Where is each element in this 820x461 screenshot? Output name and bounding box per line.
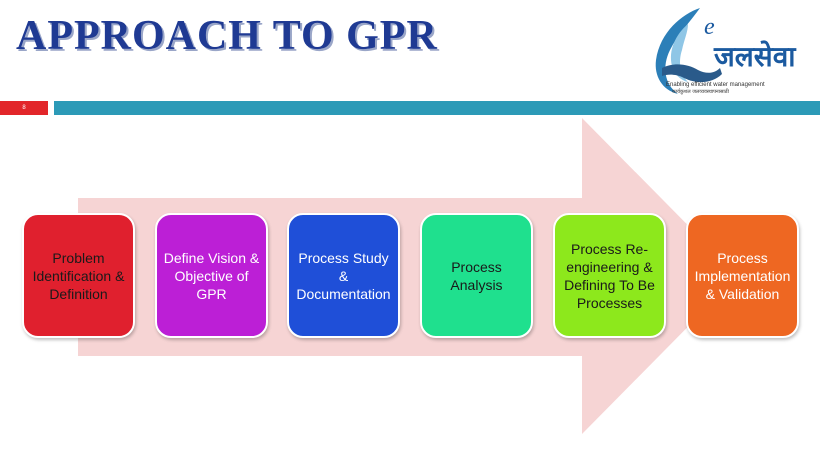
- logo-prefix: e: [704, 14, 715, 40]
- logo-tagline: Enabling efficient water management: [666, 82, 765, 88]
- logo-name: जलसेवा: [713, 40, 797, 73]
- step-label: Process Analysis: [450, 258, 503, 293]
- step-5-box: Process Re-engineering & Defining To Be …: [553, 213, 666, 338]
- step-label: Process Implementation & Validation: [694, 249, 791, 302]
- arrow-shape: [78, 118, 738, 434]
- logo-tagline-hindi: कार्यकुशल जलव्यवस्थापनासाठी: [672, 88, 730, 95]
- logo-water-drop-icon: [655, 8, 700, 94]
- page-title: APPROACH TO GPR: [16, 13, 438, 59]
- step-label: Process Re-engineering & Defining To Be …: [564, 240, 655, 311]
- ejalseva-logo: e जलसेवा Enabling efficient water manage…: [655, 8, 797, 95]
- step-6-box: Process Implementation & Validation: [686, 213, 799, 338]
- step-2-box: Define Vision & Objective of GPR: [155, 213, 268, 338]
- header-accent-bar: [54, 101, 820, 115]
- step-3-box: Process Study & Documentation: [287, 213, 400, 338]
- step-4-box: Process Analysis: [420, 213, 533, 338]
- step-label: Define Vision & Objective of GPR: [163, 249, 260, 302]
- step-label: Process Study & Documentation: [296, 249, 391, 302]
- slide-number: 8: [0, 101, 48, 115]
- logo-hands-icon: [662, 64, 722, 83]
- step-label: Problem Identification & Definition: [32, 249, 125, 302]
- step-1-box: Problem Identification & Definition: [22, 213, 135, 338]
